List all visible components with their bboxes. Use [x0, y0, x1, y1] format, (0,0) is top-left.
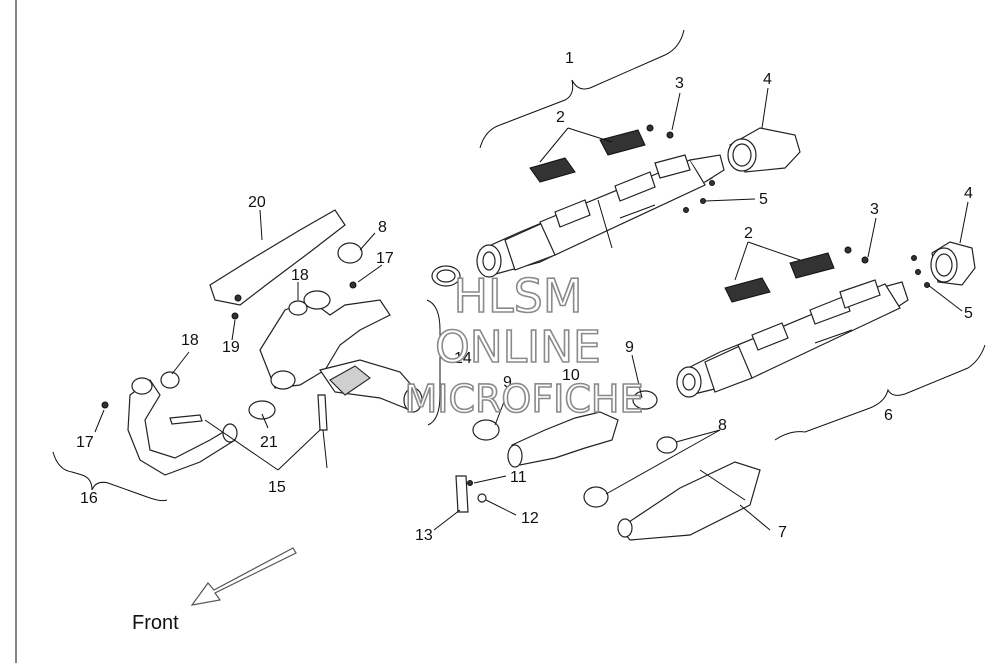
group-braces — [52, 29, 986, 502]
rear-heat-shield — [617, 461, 761, 541]
bracket-13 — [455, 475, 487, 513]
label-4-upper: 4 — [763, 71, 772, 88]
front-hardware — [101, 281, 357, 469]
label-5-lower: 5 — [964, 305, 973, 322]
label-11: 11 — [510, 469, 527, 486]
mid-pipe — [507, 411, 619, 468]
label-17-left: 17 — [76, 434, 94, 451]
label-8-left: 8 — [378, 219, 387, 236]
label-21: 21 — [260, 434, 278, 451]
label-1: 1 — [565, 50, 574, 67]
upper-screws — [646, 124, 715, 213]
front-header — [127, 377, 238, 476]
upper-clamp — [431, 265, 461, 287]
front-arrow — [190, 547, 297, 606]
watermark: HLSM ONLINE MICROFICHE — [404, 268, 645, 422]
clamps-8 — [337, 242, 678, 508]
lower-end-cap — [930, 241, 976, 286]
label-19: 19 — [222, 339, 240, 356]
label-5-upper: 5 — [759, 191, 768, 208]
label-7: 7 — [778, 524, 787, 541]
label-14: 14 — [454, 350, 472, 367]
upper-heat-shields — [529, 129, 646, 183]
label-16: 16 — [80, 490, 98, 507]
label-6: 6 — [884, 407, 893, 424]
lower-muffler — [676, 279, 909, 398]
label-17-right: 17 — [376, 250, 394, 267]
label-13: 13 — [415, 527, 433, 544]
label-3-lower: 3 — [870, 201, 879, 218]
front-label: Front — [132, 612, 179, 634]
watermark-line-1: HLSM — [453, 269, 582, 323]
upper-muffler — [476, 154, 725, 278]
clamps-9 — [472, 390, 658, 441]
label-4-lower: 4 — [964, 185, 973, 202]
label-10: 10 — [562, 367, 580, 384]
label-20: 20 — [248, 194, 266, 211]
watermark-line-3: MICROFICHE — [404, 377, 643, 421]
header-heat-shield — [209, 209, 346, 306]
part-labels: 1 2 3 4 5 2 3 4 5 6 7 8 8 9 9 10 11 12 1… — [76, 50, 973, 634]
watermark-line-2: ONLINE — [435, 322, 601, 373]
label-15: 15 — [268, 479, 286, 496]
label-18-upper: 18 — [291, 267, 309, 284]
lower-screws — [844, 246, 930, 288]
gasket-upper — [288, 300, 308, 316]
label-2-lower: 2 — [744, 225, 753, 242]
header-pipes — [259, 290, 423, 413]
upper-end-cap — [727, 127, 801, 173]
label-18-left: 18 — [181, 332, 199, 349]
leader-lines — [94, 87, 969, 531]
label-3-upper: 3 — [675, 75, 684, 92]
label-9-right: 9 — [625, 339, 634, 356]
label-9-left: 9 — [503, 374, 512, 391]
lower-heat-shields — [724, 252, 835, 303]
label-2-upper: 2 — [556, 109, 565, 126]
label-12: 12 — [521, 510, 539, 527]
label-8-right: 8 — [718, 417, 727, 434]
